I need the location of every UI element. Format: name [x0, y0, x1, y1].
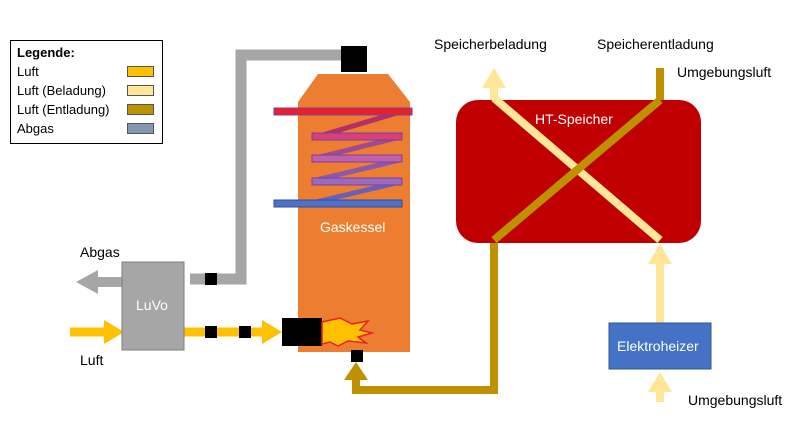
legend-swatch [127, 123, 154, 134]
label-gaskessel: Gaskessel [320, 219, 386, 235]
label-umgebungsluft-bottom: Umgebungsluft [688, 392, 783, 408]
elektroheizer-box [608, 322, 712, 370]
label-speicherbeladung: Speicherbeladung [434, 36, 547, 52]
legend-item-beladung: Luft (Beladung) [17, 81, 156, 100]
beladung-out-arrowhead [482, 68, 506, 88]
luft-connector-2 [239, 326, 251, 338]
label-elektroheizer: Elektroheizer [617, 338, 699, 354]
legend-swatch [127, 104, 154, 115]
label-luvo: LuVo [136, 297, 168, 313]
luft-connector-1 [205, 326, 217, 338]
entladung-return-arrowhead [344, 362, 368, 380]
legend-item-abgas: Abgas [17, 119, 156, 138]
entladung-return-pipe [352, 240, 498, 394]
label-ht-speicher: HT-Speicher [535, 111, 613, 127]
label-speicherentladung: Speicherentladung [597, 36, 714, 52]
legend-item-entladung: Luft (Entladung) [17, 100, 156, 119]
abgas-connector [205, 273, 217, 285]
heizer-up-arrowhead [648, 244, 672, 264]
legend-label: Luft (Entladung) [17, 102, 110, 117]
legend: Legende: Luft Luft (Beladung) Luft (Entl… [10, 40, 163, 144]
kessel-bottom-connector [351, 350, 363, 362]
legend-title: Legende: [17, 45, 75, 60]
label-umgebungsluft-top: Umgebungsluft [677, 64, 772, 80]
legend-item-luft: Luft [17, 62, 156, 81]
legend-swatch [127, 85, 154, 96]
label-abgas: Abgas [80, 244, 120, 260]
legend-label: Luft (Beladung) [17, 83, 106, 98]
luft-burner-arrowhead [262, 320, 282, 344]
entladung-diagonal [491, 96, 663, 244]
legend-label: Abgas [17, 121, 54, 136]
umgebungsluft-in-arrowhead [648, 372, 672, 392]
label-luft: Luft [80, 352, 104, 368]
legend-label: Luft [17, 64, 39, 79]
legend-swatch [127, 66, 154, 77]
heat-coil [273, 107, 413, 208]
luvo-box [121, 261, 185, 351]
kessel-top-connector [341, 46, 367, 72]
luft-in-arrowhead [104, 320, 124, 344]
flame [321, 317, 375, 347]
burner-box [282, 318, 322, 346]
abgas-out-arrowhead [76, 270, 98, 294]
